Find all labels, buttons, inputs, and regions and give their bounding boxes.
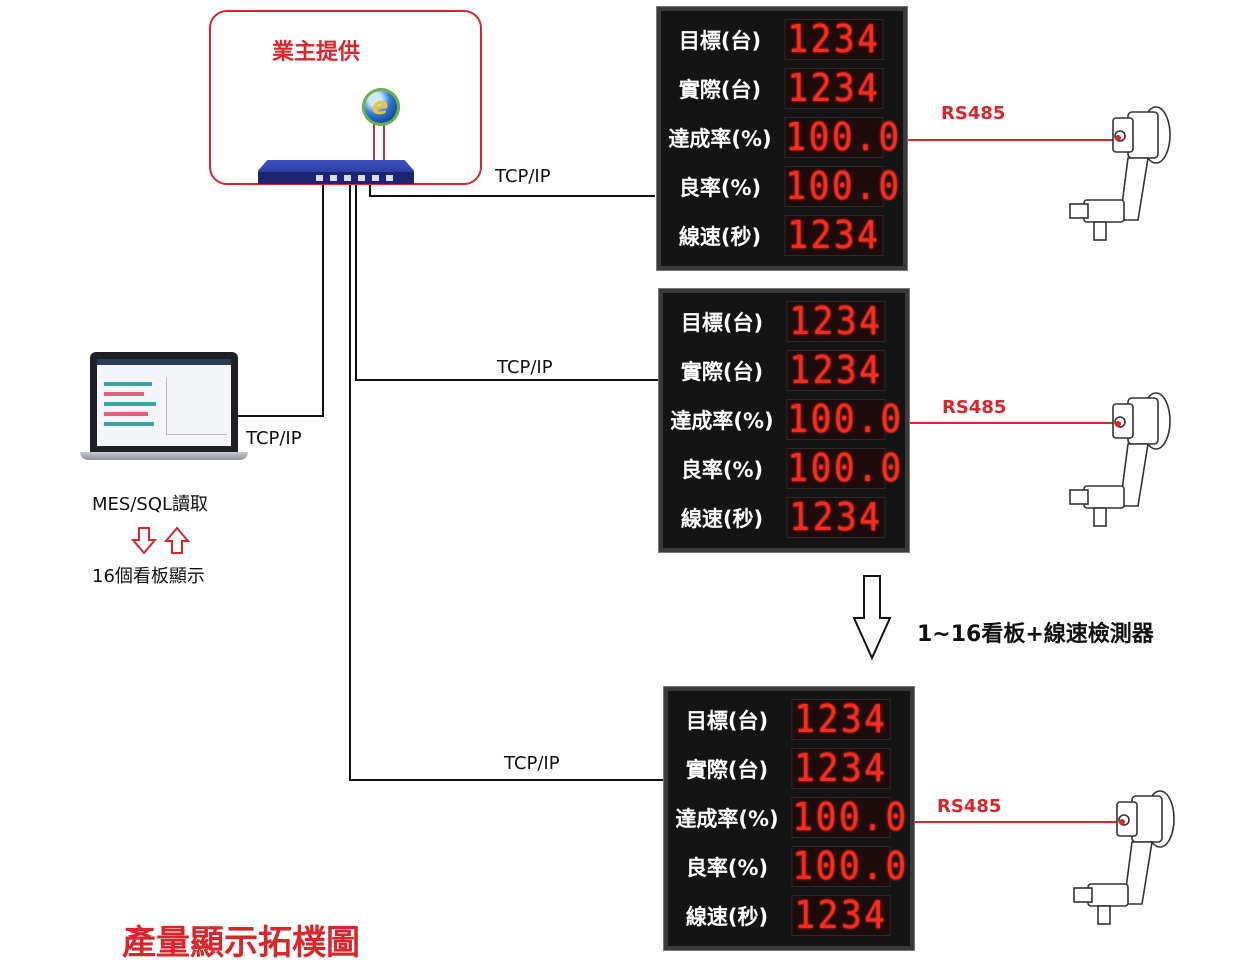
- switch-port: [316, 175, 323, 181]
- row-label: 達成率(%): [670, 408, 774, 433]
- screen-bar: [104, 412, 148, 416]
- down-arrow-icon: [130, 527, 158, 555]
- screen-bar: [104, 382, 152, 386]
- row-label: 目標(台): [678, 28, 762, 53]
- line-speed-sensor-icon: [1069, 106, 1171, 241]
- screen-bar: [104, 392, 144, 396]
- line-speed-sensor-icon: [1069, 392, 1171, 527]
- ie-logo-icon: e: [372, 92, 389, 120]
- led-value: 100.0: [791, 795, 909, 839]
- panel-row: 良率(%) 100.0: [661, 162, 903, 211]
- screen-line-chart: [166, 378, 227, 435]
- rs485-label: RS485: [937, 796, 1002, 817]
- panel-row: 目標(台) 1234: [668, 695, 910, 744]
- expand-note: 1~16看板+線速檢測器: [917, 622, 1154, 647]
- switch-port: [344, 175, 351, 181]
- panel-row: 實際(台) 1234: [661, 64, 903, 113]
- led-value: 1234: [786, 301, 886, 342]
- led-value: 1234: [791, 748, 891, 789]
- rs485-label: RS485: [942, 397, 1007, 418]
- led-value: 100.0: [786, 446, 904, 490]
- line-speed-sensor-icon: [1073, 790, 1175, 925]
- switch-port: [372, 175, 379, 181]
- screen-bar: [104, 402, 156, 406]
- led-value: 1234: [786, 497, 886, 538]
- mes-sql-read-label: MES/SQL讀取: [92, 494, 209, 515]
- owner-provided-box: [209, 10, 482, 185]
- panel-row: 達成率(%) 100.0: [661, 113, 903, 162]
- expand-arrow-icon: [852, 575, 892, 661]
- board-display-label: 16個看板顯示: [92, 566, 205, 587]
- switch-port: [358, 175, 365, 181]
- row-label: 良率(%): [678, 175, 762, 200]
- row-label: 良率(%): [685, 855, 769, 880]
- row-label: 實際(台): [680, 359, 764, 384]
- row-label: 線速(秒): [680, 506, 764, 531]
- led-display-panel: 目標(台) 1234 實際(台) 1234 達成率(%) 100.0 良率(%) 100…: [656, 6, 908, 271]
- led-value: 100.0: [791, 844, 909, 888]
- panel-row: 目標(台) 1234: [661, 15, 903, 64]
- led-display-panel: 目標(台) 1234 實際(台) 1234 達成率(%) 100.0 良率(%) 100…: [663, 686, 915, 951]
- switch-port: [386, 175, 393, 181]
- led-value: 1234: [791, 895, 891, 936]
- panel-row: 良率(%) 100.0: [663, 444, 905, 493]
- panel-row: 達成率(%) 100.0: [668, 793, 910, 842]
- row-label: 達成率(%): [668, 126, 772, 151]
- led-value: 1234: [784, 19, 884, 60]
- led-value: 1234: [791, 699, 891, 740]
- panel-row: 達成率(%) 100.0: [663, 395, 905, 444]
- screen-bar: [104, 422, 154, 426]
- laptop-base: [80, 452, 248, 460]
- panel-row: 良率(%) 100.0: [668, 842, 910, 891]
- tcp-ip-label: TCP/IP: [504, 753, 560, 774]
- row-label: 線速(秒): [678, 224, 762, 249]
- panel-row: 線速(秒) 1234: [663, 493, 905, 542]
- row-label: 達成率(%): [675, 806, 779, 831]
- screen-header-bar: [97, 359, 231, 365]
- row-label: 實際(台): [678, 77, 762, 102]
- panel-row: 實際(台) 1234: [668, 744, 910, 793]
- row-label: 良率(%): [680, 457, 764, 482]
- led-value: 100.0: [784, 164, 902, 208]
- tcp-ip-label: TCP/IP: [495, 166, 551, 187]
- led-display-panel: 目標(台) 1234 實際(台) 1234 達成率(%) 100.0 良率(%) 100…: [658, 288, 910, 553]
- led-value: 1234: [784, 215, 884, 256]
- tcp-ip-label: TCP/IP: [497, 357, 553, 378]
- panel-row: 線速(秒) 1234: [661, 211, 903, 260]
- led-value: 1234: [786, 350, 886, 391]
- owner-provided-label: 業主提供: [272, 40, 361, 65]
- panel-row: 線速(秒) 1234: [668, 891, 910, 940]
- row-label: 目標(台): [680, 310, 764, 335]
- diagram-title: 產量顯示拓樸圖: [122, 923, 360, 963]
- led-value: 100.0: [786, 397, 904, 441]
- internet-globe-icon: [362, 88, 400, 126]
- led-value: 1234: [784, 68, 884, 109]
- row-label: 實際(台): [685, 757, 769, 782]
- panel-row: 實際(台) 1234: [663, 346, 905, 395]
- rs485-label: RS485: [941, 103, 1006, 124]
- row-label: 目標(台): [685, 708, 769, 733]
- led-value: 100.0: [784, 115, 902, 159]
- switch-port: [330, 175, 337, 181]
- up-arrow-icon: [163, 526, 191, 554]
- panel-row: 目標(台) 1234: [663, 297, 905, 346]
- row-label: 線速(秒): [685, 904, 769, 929]
- tcp-ip-label: TCP/IP: [246, 428, 302, 449]
